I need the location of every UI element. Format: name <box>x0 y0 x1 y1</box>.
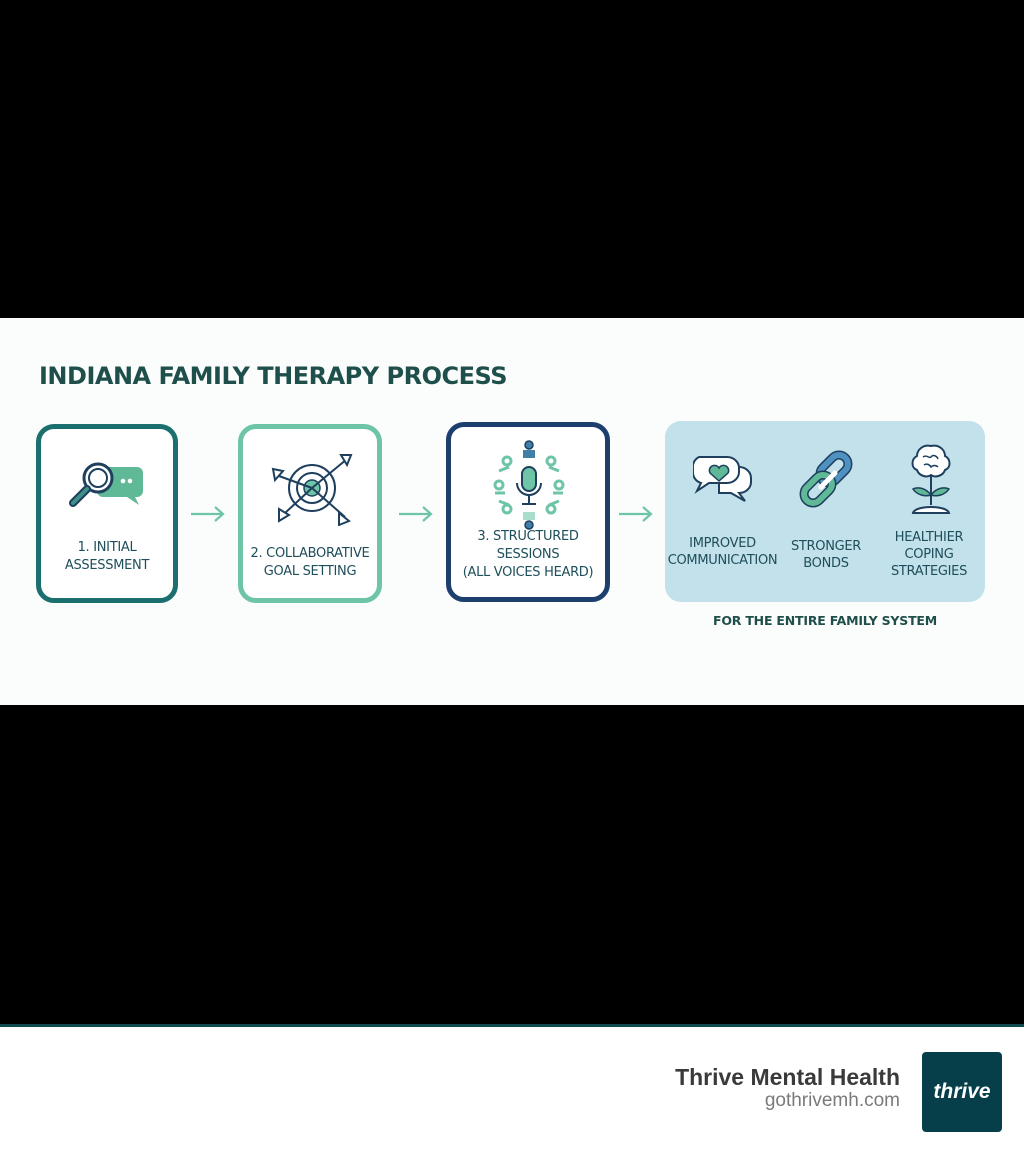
arrow-right-icon <box>191 506 225 522</box>
outcome-line2: COPING <box>904 547 954 562</box>
outcome-line1: IMPROVED <box>689 536 756 551</box>
arrow-right-icon <box>399 506 433 522</box>
outcome-line2: BONDS <box>803 556 849 571</box>
step-card-structured-sessions: 3. STRUCTURED SESSIONS (ALL VOICES HEARD… <box>446 422 610 602</box>
footer <box>0 1027 1024 1154</box>
step-label-line1: 3. STRUCTURED <box>477 529 579 544</box>
step-label-line2: GOAL SETTING <box>263 564 357 579</box>
step-card-goal-setting: 2. COLLABORATIVE GOAL SETTING <box>238 424 382 603</box>
thrive-logo[interactable]: thrive <box>922 1052 1002 1132</box>
outcome-line3: STRATEGIES <box>890 564 968 579</box>
outcomes-panel: IMPROVED COMMUNICATION STRONGER BONDS HE… <box>665 421 985 602</box>
step-label-line2: SESSIONS <box>496 547 560 562</box>
chain-link-icon <box>799 450 853 508</box>
outcome-line2: COMMUNICATION <box>667 553 778 568</box>
target-arrows-icon <box>271 454 353 526</box>
brain-sprout-icon <box>911 444 951 514</box>
infographic-title: INDIANA FAMILY THERAPY PROCESS <box>39 362 507 390</box>
outcome-line1: HEALTHIER <box>894 530 964 545</box>
arrow-right-icon <box>619 506 653 522</box>
logo-text: thrive <box>933 1080 991 1103</box>
microphone-circle-people-icon <box>493 440 565 530</box>
step-label-line2: ASSESSMENT <box>64 558 150 573</box>
step-label-line3: (ALL VOICES HEARD) <box>462 565 594 580</box>
step-card-initial-assessment: 1. INITIAL ASSESSMENT <box>36 424 178 603</box>
footer-divider <box>0 1024 1024 1027</box>
heart-speech-bubbles-icon <box>693 456 752 502</box>
brand-name: Thrive Mental Health <box>675 1064 900 1090</box>
brand-url[interactable]: gothrivemh.com <box>764 1090 900 1111</box>
outcomes-caption: FOR THE ENTIRE FAMILY SYSTEM <box>713 613 937 628</box>
step-label-line1: 1. INITIAL <box>77 540 137 555</box>
magnifier-chat-icon <box>69 462 143 507</box>
outcome-line1: STRONGER <box>790 539 862 554</box>
step-label-line1: 2. COLLABORATIVE <box>250 546 370 561</box>
